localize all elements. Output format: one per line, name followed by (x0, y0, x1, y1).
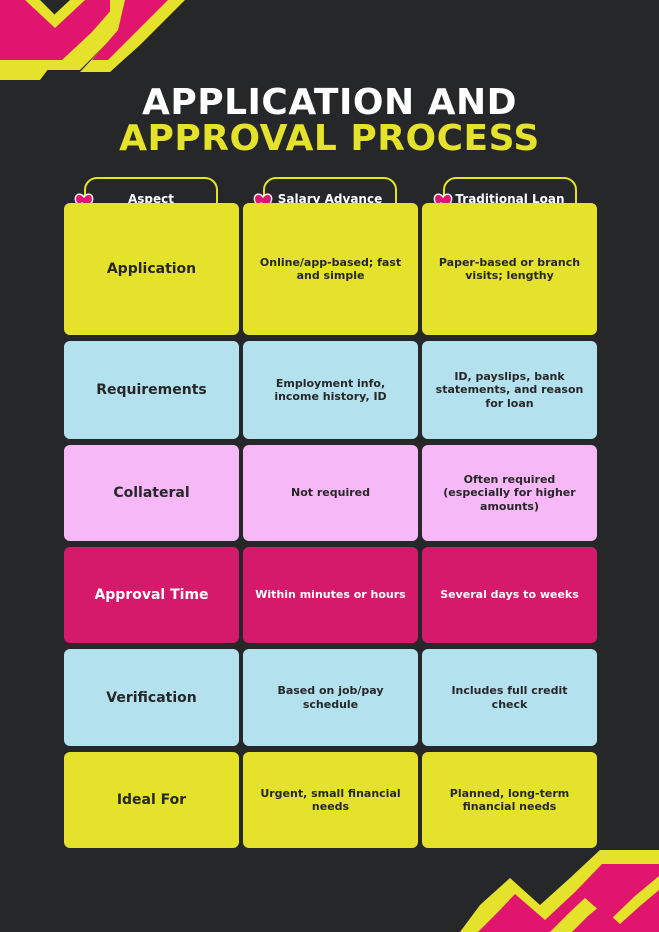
row-ideal-for-traditional-loan: Planned, long-term financial needs (422, 752, 597, 848)
column-header-label: Salary Advance (277, 192, 383, 206)
row-requirements-traditional-loan: ID, payslips, bank statements, and reaso… (422, 341, 597, 439)
row-requirements-salary-advance: Employment info, income history, ID (243, 341, 418, 439)
page-title-line-1: APPLICATION AND (141, 82, 518, 123)
row-approval-time-traditional-loan: Several days to weeks (422, 547, 597, 643)
row-application-traditional-loan: Paper-based or branch visits; lengthy (422, 203, 597, 335)
row-collateral-traditional-loan: Often required (especially for higher am… (422, 445, 597, 541)
zigzag-arrow-icon (460, 850, 659, 932)
row-verification-aspect: Verification (64, 649, 239, 746)
column-header-label: Aspect (127, 192, 174, 206)
row-application-aspect: Application (64, 203, 239, 335)
row-requirements-aspect: Requirements (64, 341, 239, 439)
column-header-label: Traditional Loan (455, 192, 565, 206)
row-ideal-for-aspect: Ideal For (64, 752, 239, 848)
row-approval-time-aspect: Approval Time (64, 547, 239, 643)
row-collateral-aspect: Collateral (64, 445, 239, 541)
page-title-line-2: APPROVAL PROCESS (119, 118, 540, 159)
row-ideal-for-salary-advance: Urgent, small financial needs (243, 752, 418, 848)
row-application-salary-advance: Online/app-based; fast and simple (243, 203, 418, 335)
row-approval-time-salary-advance: Within minutes or hours (243, 547, 418, 643)
row-verification-salary-advance: Based on job/pay schedule (243, 649, 418, 746)
zigzag-arrow-icon (0, 0, 185, 80)
row-collateral-salary-advance: Not required (243, 445, 418, 541)
row-verification-traditional-loan: Includes full credit check (422, 649, 597, 746)
